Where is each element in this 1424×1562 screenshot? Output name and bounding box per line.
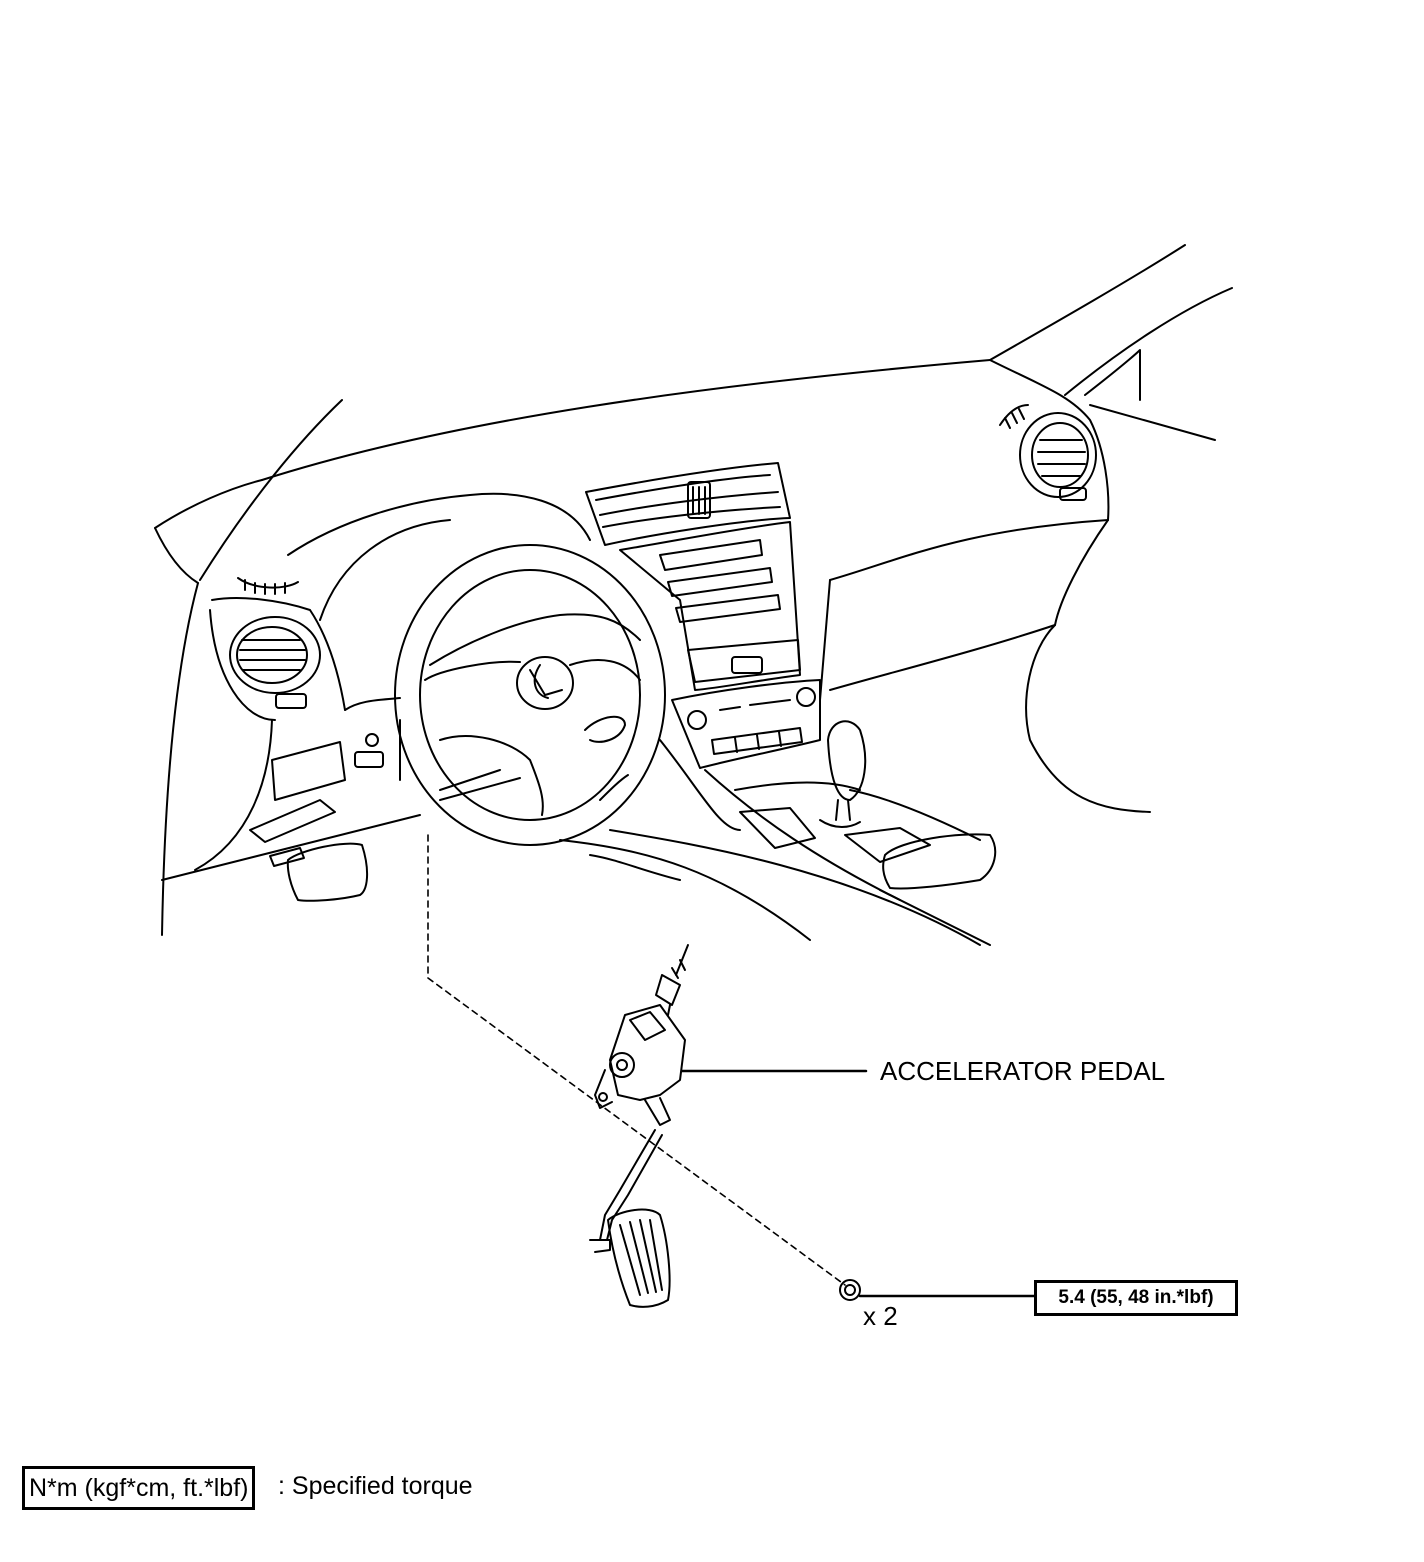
left-air-vent bbox=[229, 577, 321, 709]
torque-legend-text: : Specified torque bbox=[278, 1472, 473, 1500]
torque-spec-box: 5.4 (55, 48 in.*lbf) bbox=[1034, 1280, 1238, 1316]
dashboard-outline bbox=[154, 359, 1151, 936]
lower-left-panels bbox=[249, 719, 401, 902]
accelerator-pedal-label: ACCELERATOR PEDAL bbox=[880, 1056, 1166, 1086]
center-console bbox=[585, 462, 821, 831]
floor-console bbox=[704, 769, 997, 946]
accelerator-pedal-drawing bbox=[589, 944, 689, 1308]
steering-wheel bbox=[394, 544, 666, 846]
nut-quantity-label: x 2 bbox=[863, 1301, 898, 1331]
torque-legend-symbol: N*m (kgf*cm, ft.*lbf) bbox=[22, 1466, 256, 1510]
right-air-vent bbox=[999, 404, 1097, 501]
windshield-frame bbox=[199, 244, 1233, 581]
nut-drawing bbox=[839, 1279, 861, 1301]
shift-lever bbox=[819, 720, 867, 828]
location-dashed-line bbox=[427, 834, 846, 1286]
lower-dash-lines bbox=[439, 769, 981, 946]
